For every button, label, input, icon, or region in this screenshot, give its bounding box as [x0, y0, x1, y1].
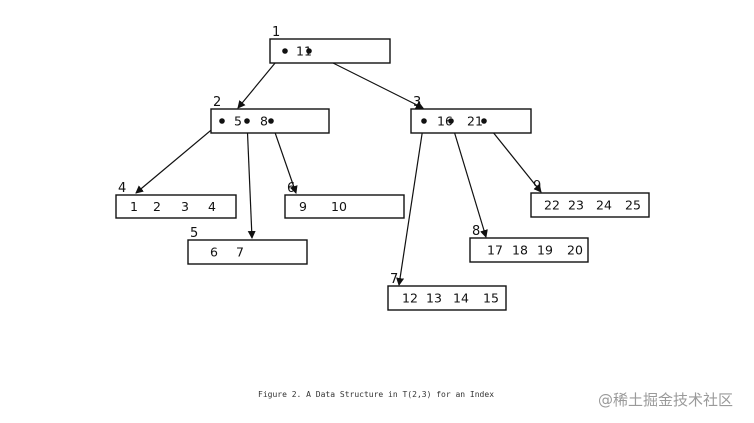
tree-node-8: 8 17 18 19 20: [469, 224, 589, 263]
node-key: 11: [296, 44, 312, 59]
node-key: 18: [512, 243, 528, 258]
tree-node-2: 25 8: [210, 95, 330, 134]
node-id-label: 6: [287, 181, 295, 196]
node-key: 19: [537, 243, 553, 258]
node-key: 2: [153, 199, 161, 214]
node-id-label: 3: [413, 95, 421, 110]
node-key: 3: [181, 199, 189, 214]
node-key: 21: [467, 114, 483, 129]
pointer-dot: [282, 48, 288, 54]
node-box: [269, 38, 391, 64]
node-key: 5: [234, 114, 242, 129]
node-id-label: 8: [472, 224, 480, 239]
node-key: 14: [453, 291, 469, 306]
node-key: 22: [544, 198, 560, 213]
pointer-dot: [244, 118, 250, 124]
node-id-label: 5: [190, 226, 198, 241]
edge-arrow: [450, 120, 488, 238]
edge-arrow: [135, 120, 223, 194]
node-key: 20: [567, 243, 583, 258]
edge-arrow: [246, 120, 256, 239]
tree-node-9: 922 23 24 25: [530, 179, 650, 218]
tree-node-6: 69 10: [284, 181, 405, 219]
pointer-dot: [306, 48, 312, 54]
node-key: 16: [437, 114, 453, 129]
node-box: [469, 237, 589, 263]
figure-caption: Figure 2. A Data Structure in T(2,3) for…: [258, 390, 494, 399]
node-key: 15: [483, 291, 499, 306]
node-key: 17: [487, 243, 503, 258]
edge-arrow: [396, 120, 425, 286]
node-box: [187, 239, 308, 265]
pointer-dot: [421, 118, 427, 124]
tree-node-5: 56 7: [187, 226, 308, 265]
node-box: [284, 194, 405, 219]
pointer-dot: [481, 118, 487, 124]
node-key: 13: [426, 291, 442, 306]
node-key: 4: [208, 199, 216, 214]
pointer-dot: [448, 118, 454, 124]
node-key: 12: [402, 291, 418, 306]
watermark-text: @稀土掘金技术社区: [598, 391, 733, 409]
node-key: 6: [210, 245, 218, 260]
node-id-label: 2: [213, 95, 221, 110]
node-key: 10: [331, 199, 347, 214]
node-key: 1: [130, 199, 138, 214]
node-id-label: 9: [533, 179, 541, 194]
node-box: [387, 285, 507, 311]
node-id-label: 1: [272, 25, 280, 40]
tree-node-1: 111: [269, 25, 391, 64]
pointer-dot: [268, 118, 274, 124]
node-key: 7: [236, 245, 244, 260]
node-key: 23: [568, 198, 584, 213]
node-key: 25: [625, 198, 641, 213]
node-id-label: 4: [118, 181, 126, 196]
node-key: 9: [299, 199, 307, 214]
node-key: 8: [260, 114, 268, 129]
node-id-label: 7: [390, 272, 398, 287]
node-box: [115, 194, 237, 219]
tree-node-7: 7 12 13 14 15: [387, 272, 507, 311]
node-box: [530, 192, 650, 218]
pointer-dot: [219, 118, 225, 124]
tree-node-3: 3 16 21: [410, 95, 532, 134]
node-box: [410, 108, 532, 134]
node-key: 24: [596, 198, 612, 213]
